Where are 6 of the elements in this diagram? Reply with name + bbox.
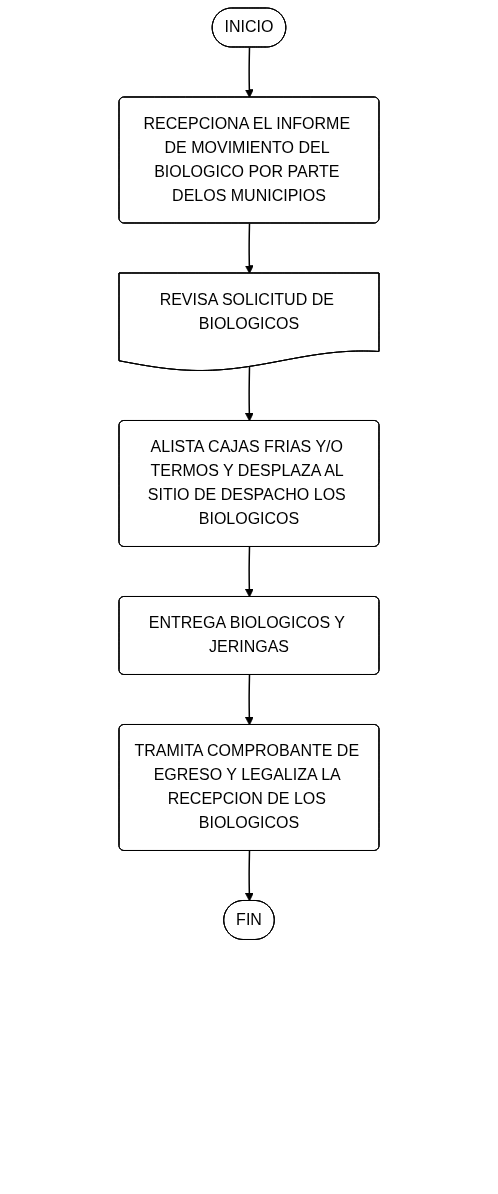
arrow — [244, 674, 254, 726]
arrow — [244, 546, 254, 598]
arrow — [244, 366, 254, 422]
arrow — [244, 222, 254, 274]
arrow — [244, 850, 254, 902]
arrow — [244, 46, 254, 98]
